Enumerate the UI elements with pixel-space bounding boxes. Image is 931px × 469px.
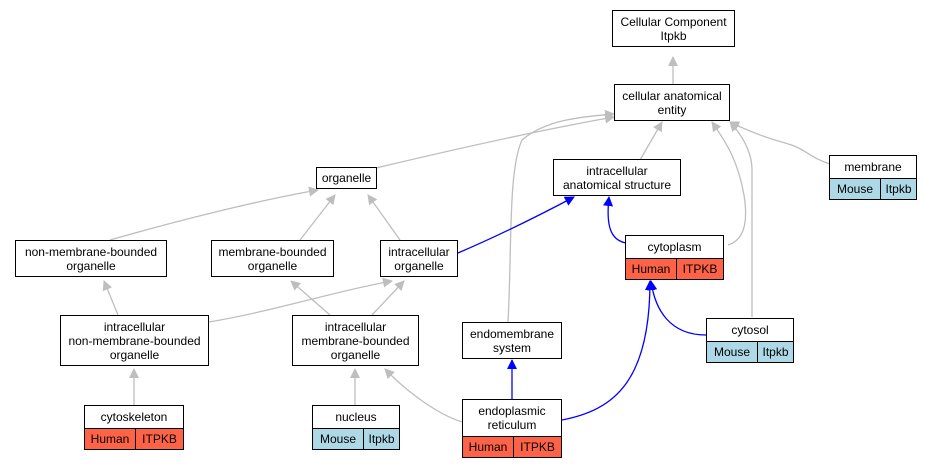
node-intracellular-non-membrane-bounded-organelle[interactable]: intracellular non-membrane-bounded organ… [60, 315, 209, 366]
node-organelle[interactable]: organelle [316, 167, 377, 189]
node-intracellular-organelle[interactable]: intracellular organelle [380, 240, 458, 277]
node-membrane[interactable]: membrane Mouse Itpkb [829, 155, 917, 200]
species-mouse: Mouse [313, 429, 363, 449]
node-membrane-label: membrane [830, 156, 916, 179]
edge-organelle-cae [375, 113, 615, 169]
edge-io-organelle [367, 194, 401, 241]
node-nucleus-label: nucleus [313, 406, 399, 429]
edge-mbo-organelle [299, 194, 336, 241]
node-cytosol-label: cytosol [707, 319, 793, 342]
edge-cytosol-cae [729, 121, 753, 317]
node-cellular-component-root[interactable]: Cellular Component Itpkb [612, 10, 735, 47]
node-non-membrane-bounded-organelle[interactable]: non-membrane-bounded organelle [15, 240, 167, 277]
edge-inmbo-io [208, 277, 393, 323]
edge-cytoplasm-cae [711, 121, 747, 246]
gene-symbol: ITPKB [676, 259, 723, 279]
edge-er-imbo [384, 368, 463, 423]
edge-nmbo-organelle [109, 186, 319, 241]
edge-io-ias [457, 196, 575, 254]
node-cytoskeleton[interactable]: cytoskeleton Human ITPKB [84, 405, 184, 450]
node-cytoplasm-label: cytoplasm [626, 236, 723, 259]
edge-inmbo-nmbo [102, 280, 119, 316]
node-endoplasmic-reticulum-label: endoplasmic reticulum [463, 400, 561, 437]
node-intracellular-membrane-bounded-organelle[interactable]: intracellular membrane-bounded organelle [292, 315, 419, 366]
node-intracellular-anatomical-structure[interactable]: intracellular anatomical structure [553, 159, 681, 196]
node-cytosol[interactable]: cytosol Mouse Itpkb [706, 318, 794, 363]
node-endoplasmic-reticulum[interactable]: endoplasmic reticulum Human ITPKB [462, 399, 562, 458]
edge-membrane-cae [729, 121, 831, 165]
node-nucleus[interactable]: nucleus Mouse Itpkb [312, 405, 400, 450]
gene-symbol: Itpkb [363, 429, 399, 449]
node-membrane-bounded-organelle[interactable]: membrane-bounded organelle [211, 240, 334, 277]
species-mouse: Mouse [830, 179, 880, 199]
edge-er-cytoplasm [561, 280, 655, 421]
species-human: Human [463, 437, 513, 457]
node-cytoskeleton-label: cytoskeleton [85, 406, 183, 429]
gene-symbol: ITPKB [135, 429, 183, 449]
gene-symbol: Itpkb [880, 179, 916, 199]
edge-ias-cae [639, 121, 663, 161]
edge-cytoplasm-ias [603, 196, 627, 244]
species-human: Human [626, 259, 676, 279]
species-human: Human [85, 429, 135, 449]
edge-ems-cae [507, 109, 615, 323]
edge-imbo-io [371, 280, 405, 316]
edge-cytosol-cytoplasm [647, 280, 707, 336]
node-endomembrane-system[interactable]: endomembrane system [462, 322, 562, 359]
gene-symbol: Itpkb [757, 342, 793, 362]
node-cytoplasm[interactable]: cytoplasm Human ITPKB [625, 235, 724, 280]
node-cellular-anatomical-entity[interactable]: cellular anatomical entity [614, 84, 730, 121]
edge-imbo-mbo [290, 280, 331, 316]
gene-symbol: ITPKB [513, 437, 561, 457]
species-mouse: Mouse [707, 342, 757, 362]
